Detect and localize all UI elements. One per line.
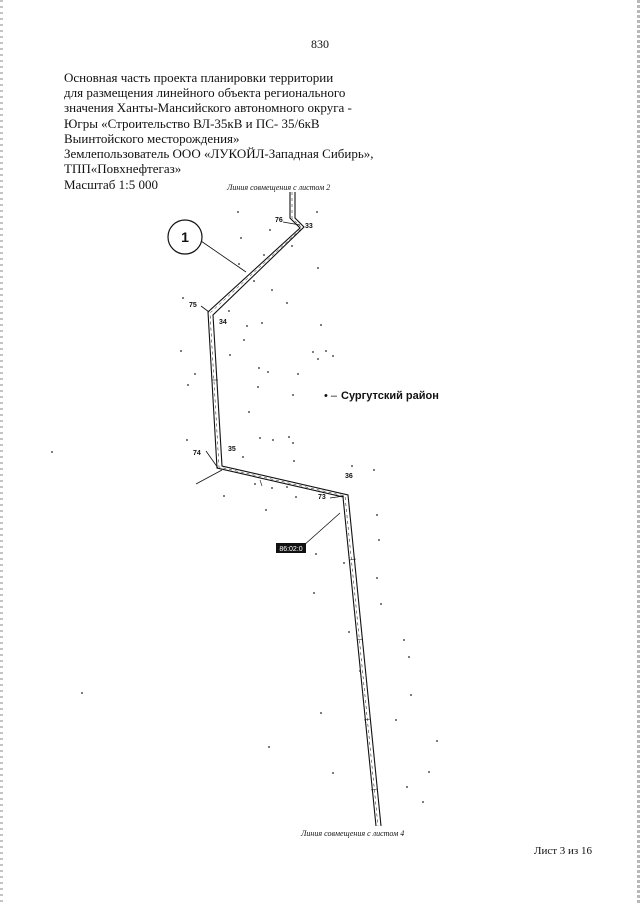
scan-edge-right (637, 0, 640, 905)
point-label-35: 35 (228, 446, 236, 453)
corridor-edge-left (207, 192, 377, 827)
callout-leader (200, 240, 247, 273)
title-line: для размещения линейного объекта региона… (64, 85, 346, 101)
callout-1: 1 (167, 219, 247, 273)
title-block: Основная часть проекта планировки террит… (64, 70, 374, 177)
title-line: Югры «Строительство ВЛ-35кВ и ПС- 35/6кВ (64, 115, 320, 131)
title-line: Выинтойского месторождения» (64, 130, 240, 146)
corridor-ticks (212, 379, 378, 791)
point-label-76: 76 (275, 217, 283, 224)
district-marker: • – (324, 390, 338, 402)
scan-edge-left (0, 0, 3, 905)
power-line-corridor (207, 192, 382, 827)
point-label-34: 34 (219, 319, 227, 326)
match-line-bottom-label: Линия совмещения с листом 4 (301, 829, 405, 838)
point-label-75: 75 (189, 302, 197, 309)
district-label: Сургутский район (341, 390, 439, 402)
parcel-tag: 86:02:0 (276, 512, 341, 553)
point-label-73: 73 (318, 494, 326, 501)
title-line: значения Ханты-Мансийского автономного о… (64, 100, 352, 116)
point-label-36: 36 (345, 473, 353, 480)
callout-circle (167, 219, 203, 255)
parcel-label: 86:02:0 (279, 546, 302, 553)
corridor-centerline (209, 192, 379, 827)
scale-label: Масштаб 1:5 000 (64, 177, 158, 192)
sheet-label: Лист 3 из 16 (534, 845, 593, 857)
vertex-markers (195, 221, 345, 499)
title-line: Землепользователь ООО «ЛУКОЙЛ-Западная С… (64, 146, 374, 162)
parcel-leader (302, 512, 341, 547)
page-number: 830 (311, 37, 329, 51)
title-line: Основная часть проекта планировки террит… (64, 70, 334, 85)
corridor-edge-right (212, 192, 382, 827)
callout-number: 1 (181, 229, 189, 245)
title-line: ТПП«Повхнефтегаз» (64, 161, 182, 177)
point-label-33: 33 (305, 223, 313, 230)
survey-dots (51, 211, 438, 803)
parcel-label-box (276, 543, 306, 553)
point-label-74: 74 (193, 450, 201, 457)
match-line-top-label: Линия совмещения с листом 2 (227, 183, 331, 192)
